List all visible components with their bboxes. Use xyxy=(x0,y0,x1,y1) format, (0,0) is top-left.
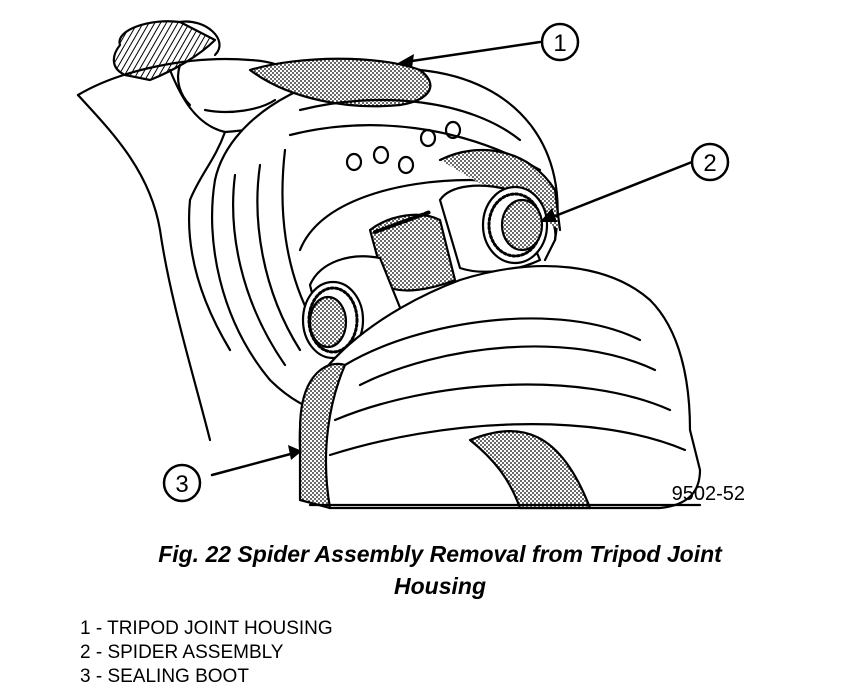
spider-assembly xyxy=(301,184,549,360)
leader-lines xyxy=(210,40,694,477)
figure-caption: Fig. 22 Spider Assembly Removal from Tri… xyxy=(60,538,820,602)
callout-2-arrowhead xyxy=(540,208,557,222)
callout-2-number: 2 xyxy=(703,150,716,177)
callout-1-arrowhead xyxy=(398,54,414,68)
figure-code: 9502-52 xyxy=(672,483,745,505)
legend-item: 1 - TRIPOD JOINT HOUSING xyxy=(80,618,333,639)
callout-2: 2 xyxy=(690,142,730,182)
callout-3: 3 xyxy=(162,463,202,503)
callout-1-number: 1 xyxy=(553,30,566,57)
spider-roller-right xyxy=(438,184,549,273)
callout-3-number: 3 xyxy=(175,471,188,498)
shaft-stub xyxy=(112,20,221,82)
spider-roller-left xyxy=(301,255,407,360)
callout-3-arrowhead xyxy=(288,445,302,460)
legend-item: 2 - SPIDER ASSEMBLY xyxy=(80,642,284,663)
figure-caption-line-1: Fig. 22 Spider Assembly Removal from Tri… xyxy=(158,541,722,567)
legend: 1 - TRIPOD JOINT HOUSING 2 - SPIDER ASSE… xyxy=(80,617,333,689)
sealing-boot xyxy=(298,265,702,510)
figure-caption-line-2: Housing xyxy=(394,573,486,599)
spider-assembly-removal-illustration: 1 2 3 9502-52 xyxy=(76,20,745,510)
legend-item: 3 - SEALING BOOT xyxy=(80,666,249,687)
callout-1: 1 xyxy=(540,22,580,62)
